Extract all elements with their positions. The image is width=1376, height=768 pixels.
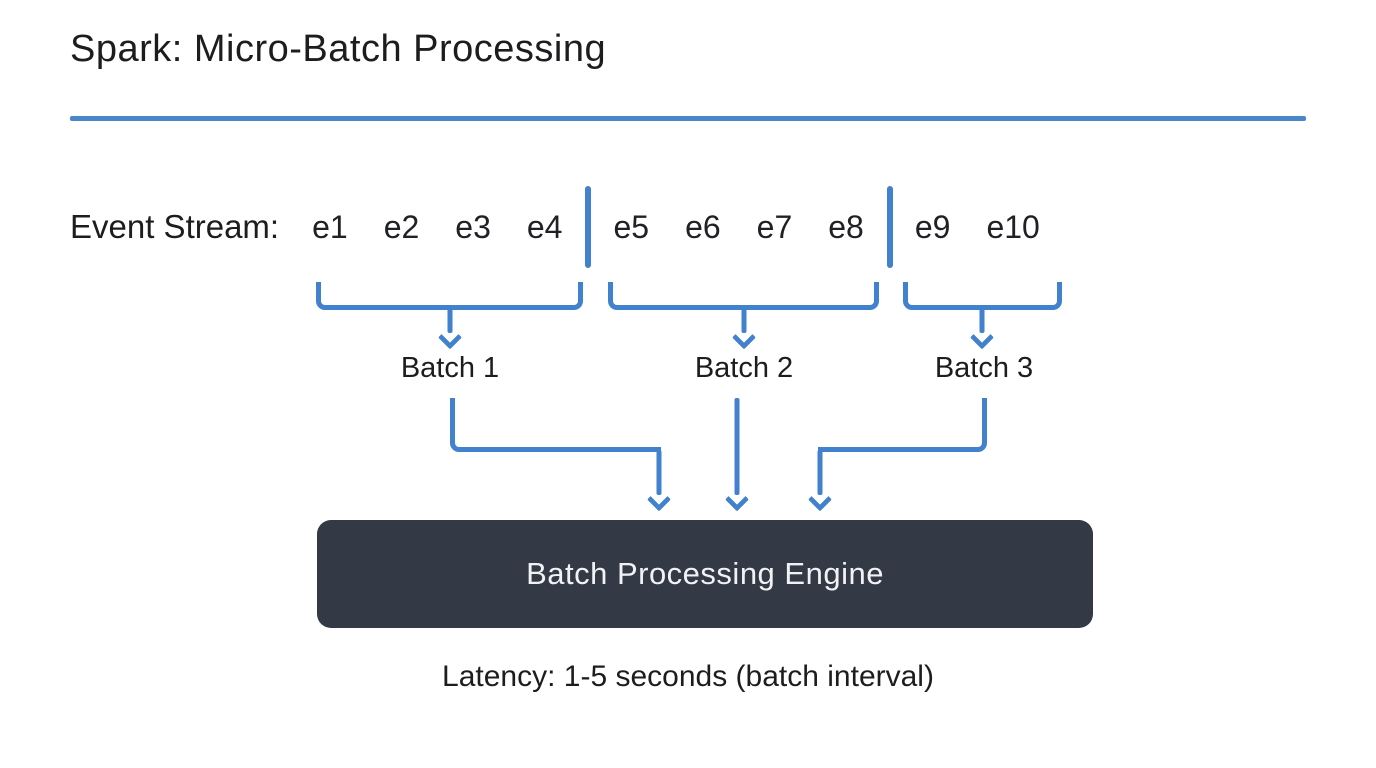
connector-batch-3-to-engine [818, 398, 987, 452]
batch-1-label: Batch 1 [400, 352, 500, 384]
arrow-stem [447, 308, 453, 333]
arrow-to-batch-1 [436, 308, 464, 350]
title-underline-rule [70, 116, 1306, 121]
event-item: e1 [312, 208, 348, 245]
event-item: e2 [383, 208, 420, 245]
batch-3-label: Batch 3 [934, 352, 1034, 384]
event-item: e7 [756, 208, 793, 245]
engine-label: Batch Processing Engine [526, 556, 884, 591]
batch-boundary-line [585, 186, 592, 268]
arrow-stem [817, 450, 823, 495]
connector-batch-1-to-engine [450, 398, 661, 452]
event-item: e10 [986, 208, 1040, 245]
batch-boundary-line [886, 186, 893, 268]
latency-caption: Latency: 1-5 seconds (batch interval) [442, 660, 934, 693]
page-title: Spark: Micro-Batch Processing [70, 28, 607, 70]
arrow-to-batch-3 [968, 308, 996, 350]
event-stream-row: Event Stream: e1 e2 e3 e4 e5 e6 e7 e8 e9… [70, 186, 1076, 268]
event-item: e4 [526, 208, 563, 245]
bracket-batch-2 [608, 282, 879, 310]
down-arrow-icon [807, 487, 833, 512]
event-item: e5 [613, 208, 650, 245]
arrow-stem [656, 450, 662, 495]
down-arrow-icon [969, 325, 995, 350]
event-item: e9 [914, 208, 951, 245]
event-item: e6 [685, 208, 721, 245]
arrow-to-batch-2 [730, 308, 758, 350]
down-arrow-icon [646, 487, 672, 512]
bracket-batch-3 [903, 282, 1062, 310]
arrow-stem [741, 308, 747, 333]
down-arrow-icon [731, 325, 757, 350]
event-item: e8 [828, 208, 864, 245]
arrow-stem [734, 398, 740, 495]
arrow-batch-3-into-engine [806, 450, 834, 512]
bracket-batch-1 [316, 282, 583, 310]
down-arrow-icon [437, 325, 463, 350]
batch-2-label: Batch 2 [694, 352, 794, 384]
down-arrow-icon [724, 487, 750, 512]
event-item: e3 [455, 208, 491, 245]
arrow-batch-1-into-engine [645, 450, 673, 512]
engine-box: Batch Processing Engine [317, 520, 1093, 628]
arrow-stem [979, 308, 985, 333]
arrow-batch-2-into-engine [723, 398, 751, 512]
event-stream-label: Event Stream: [70, 208, 280, 245]
